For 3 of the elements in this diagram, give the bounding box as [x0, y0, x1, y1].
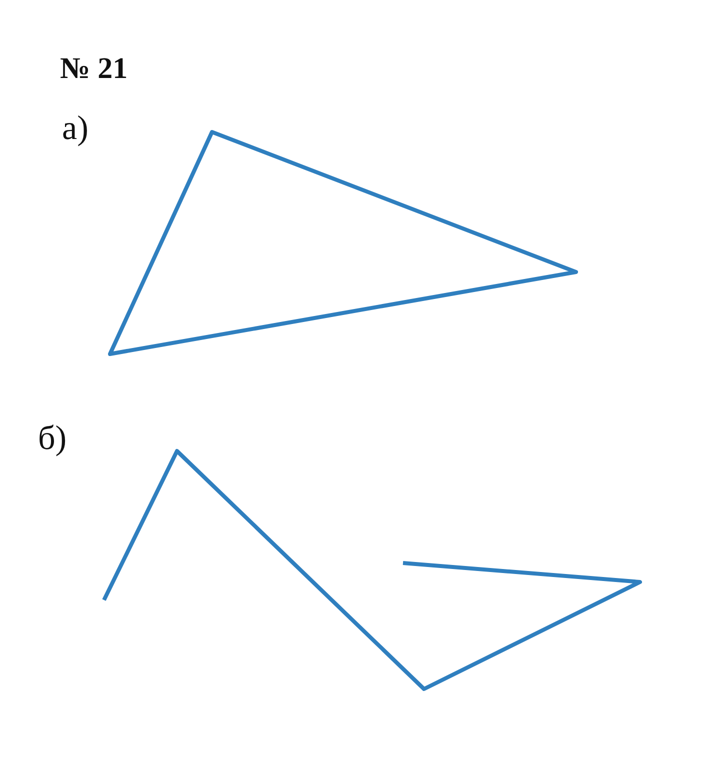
exercise-number: № 21: [60, 54, 128, 84]
part-label: б): [38, 422, 67, 456]
part-label: а): [62, 112, 88, 146]
